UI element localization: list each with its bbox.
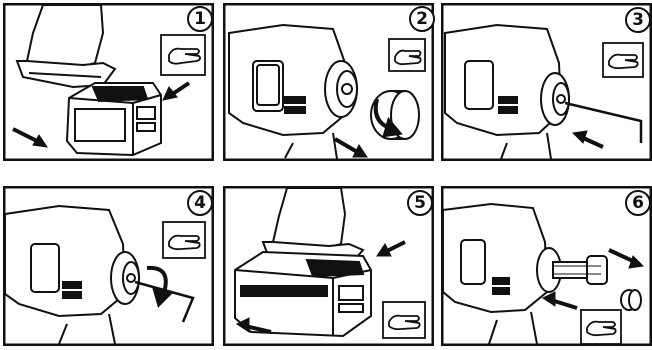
hand-icon — [603, 43, 643, 77]
drill-chuck — [537, 248, 607, 292]
step-2-illustration — [223, 3, 434, 161]
hand-icon — [389, 39, 425, 71]
step-3-illustration — [441, 3, 652, 161]
drill-body — [5, 206, 125, 344]
step-5-illustration — [223, 186, 434, 346]
arrow-icon — [335, 139, 367, 157]
step-number: 3 — [625, 7, 651, 33]
step-4-illustration — [3, 186, 214, 346]
hand-icon — [581, 310, 621, 344]
drill-body — [443, 204, 547, 344]
step-5-panel: 5 — [223, 186, 434, 346]
step-1-panel: 1 — [3, 3, 214, 161]
drill-chuck — [325, 61, 357, 117]
hand-icon — [161, 35, 205, 75]
drill-chuck — [541, 73, 569, 125]
step-number: 1 — [187, 6, 213, 32]
battery-pack — [235, 252, 371, 336]
drill-chuck — [111, 252, 139, 304]
step-number: 2 — [409, 6, 435, 32]
step-number: 4 — [187, 190, 213, 216]
hand-icon — [383, 302, 425, 338]
step-3-panel: 3 — [441, 3, 652, 161]
step-1-illustration — [3, 3, 214, 161]
step-6-illustration — [441, 186, 652, 346]
hand-icon — [163, 222, 205, 258]
step-number: 6 — [625, 190, 651, 216]
drill-handle — [17, 5, 115, 87]
step-2-panel: 2 — [223, 3, 434, 161]
chuck-cap — [621, 290, 641, 310]
step-4-panel: 4 — [3, 186, 214, 346]
step-6-panel: 6 — [441, 186, 652, 346]
step-number: 5 — [407, 190, 433, 216]
battery-pack — [67, 83, 161, 155]
arrow-icon — [573, 131, 603, 147]
